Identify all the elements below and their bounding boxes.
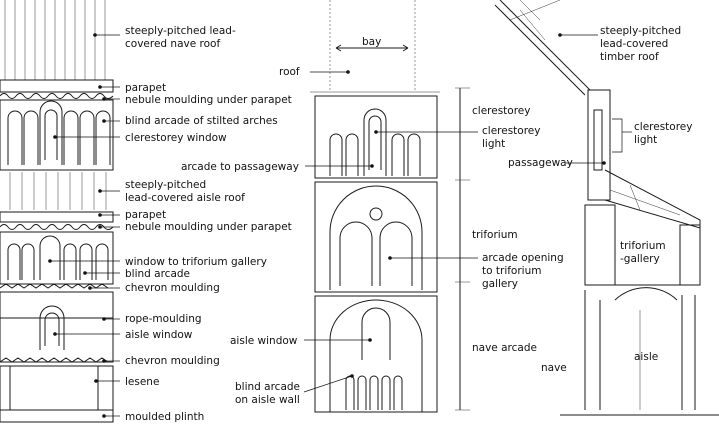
label-line: light	[482, 138, 505, 150]
clerestory-wall-section	[587, 89, 611, 201]
label-line: -gallery	[620, 253, 660, 265]
upper-parapet-drawing	[0, 79, 114, 99]
label-blind-arcade-aisle: blind arcade on aisle wall	[235, 381, 303, 406]
label-line: clerestorey	[634, 121, 692, 133]
label-line: clerestorey	[482, 125, 540, 137]
interior-bay-elevation	[310, 0, 470, 413]
label-nebule-upper: nebule moulding under parapet	[125, 94, 292, 106]
label-nave-roof: steeply-pitched lead- covered nave roof	[125, 25, 239, 50]
label-chevron-upper: chevron moulding	[125, 282, 220, 294]
label-chevron-lower: chevron moulding	[125, 355, 220, 367]
label-line: on aisle wall	[235, 394, 300, 406]
triforium-section	[584, 204, 701, 286]
label-nebule-lower: nebule moulding under parapet	[125, 221, 292, 233]
label-aisle-roof: steeply-pitched lead-covered aisle roof	[125, 179, 245, 204]
label-triforium-window: window to triforium gallery	[125, 256, 267, 268]
label-triforium-gallery: triforium -gallery	[620, 240, 669, 265]
aisle-wall-drawing	[0, 291, 114, 423]
label-clerestorey-window: clerestorey window	[125, 132, 227, 144]
aisle-roof-truss-drawing	[604, 169, 701, 229]
label-line: triforium	[620, 240, 666, 252]
label-line: blind arcade	[235, 381, 300, 393]
lower-parapet-drawing	[0, 211, 114, 230]
label-line: lead-covered	[600, 38, 668, 50]
label-moulded-plinth: moulded plinth	[125, 411, 204, 423]
label-triforium: triforium	[472, 229, 518, 241]
label-line: steeply-pitched	[125, 179, 206, 191]
label-nave-arcade: nave arcade	[472, 342, 537, 354]
label-passageway: passageway	[508, 157, 573, 169]
label-nave: nave	[541, 362, 567, 374]
label-parapet-upper: parapet	[125, 82, 166, 94]
clerestory-bay-drawing	[314, 95, 438, 179]
label-lesene: lesene	[125, 376, 159, 388]
clerestory-wall-drawing	[0, 99, 114, 171]
nave-roof-drawing	[4, 0, 106, 80]
label-bay: bay	[362, 36, 381, 48]
label-line: covered nave roof	[125, 38, 220, 50]
triforium-wall-drawing	[0, 231, 114, 289]
label-line: light	[634, 134, 657, 146]
label-clerestorey: clerestorey	[472, 105, 530, 117]
label-clerestorey-light: clerestorey light	[482, 125, 544, 150]
label-text: steeply-pitched lead- covered nave roof …	[125, 25, 696, 423]
label-arcade-to-passageway: arcade to passageway	[181, 161, 299, 173]
label-rope-moulding: rope-moulding	[125, 313, 202, 325]
label-aisle: aisle	[634, 351, 658, 363]
label-line: arcade opening	[482, 252, 564, 264]
label-roof: roof	[279, 66, 300, 78]
cross-section	[494, 0, 719, 416]
label-line: steeply-pitched lead-	[125, 25, 236, 37]
label-line: gallery	[482, 278, 518, 290]
label-blind-arcade-stilted: blind arcade of stilted arches	[125, 115, 278, 127]
label-line: lead-covered aisle roof	[125, 192, 245, 204]
triforium-bay-drawing	[314, 181, 438, 293]
label-arcade-opening: arcade opening to triforium gallery	[482, 252, 567, 290]
label-line: timber roof	[600, 51, 659, 63]
leader-lines	[48, 33, 632, 418]
aisle-roof-drawing	[9, 172, 107, 210]
label-section-clerestorey-light: clerestorey light	[634, 121, 696, 146]
label-blind-arcade: blind arcade	[125, 268, 190, 280]
arcade-section	[560, 287, 719, 416]
label-aisle-window-ext: aisle window	[125, 329, 193, 341]
label-aisle-window-int: aisle window	[230, 335, 298, 347]
label-parapet-lower: parapet	[125, 209, 166, 221]
exterior-elevation	[0, 0, 114, 423]
roof-truss-drawing	[494, 0, 600, 96]
nave-arcade-bay-drawing	[314, 295, 438, 413]
label-line: steeply-pitched	[600, 25, 681, 37]
label-line: to triforium	[482, 265, 541, 277]
label-timber-roof: steeply-pitched lead-covered timber roof	[600, 25, 685, 63]
